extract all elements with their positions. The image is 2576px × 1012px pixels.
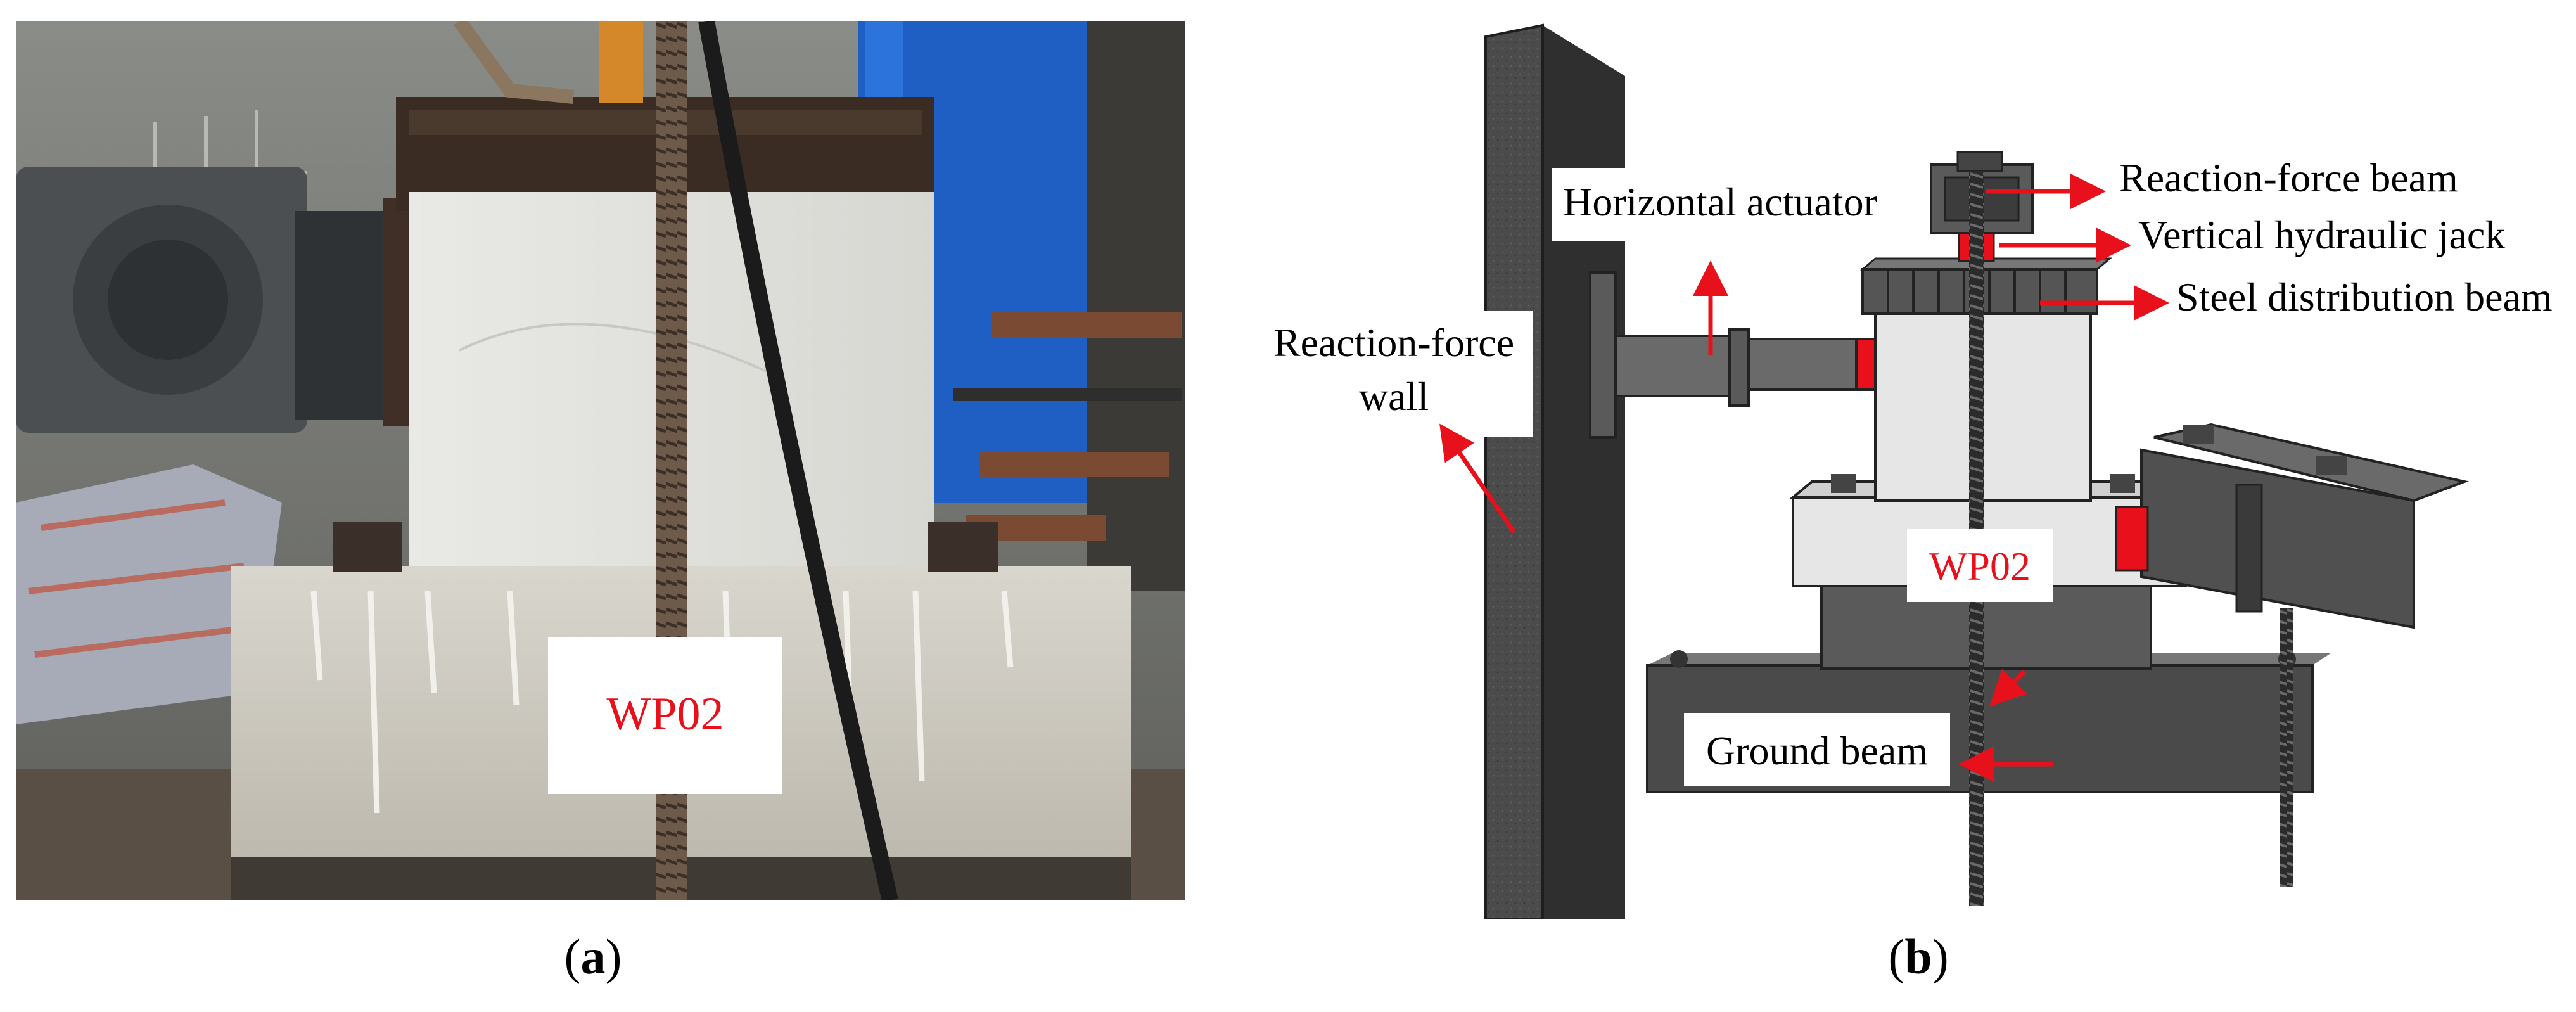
arrow-specimen (1989, 669, 2027, 707)
steel-distribution-beam (1859, 257, 2113, 315)
reaction-force-wall-label-line2: wall (1359, 374, 1429, 419)
caption-b: (b) (1888, 929, 1949, 984)
reaction-force-beam-label: Reaction-force beam (2119, 155, 2458, 200)
test-setup-schematic: Horizontal actuator Reaction-force beam … (1261, 23, 2553, 919)
horizontal-actuator-label: Horizontal actuator (1563, 179, 1877, 224)
horizontal-actuator (1589, 271, 1877, 439)
horizontal-actuator-photo (16, 167, 415, 433)
vertical-hydraulic-jack-label: Vertical hydraulic jack (2138, 212, 2505, 257)
test-setup-photo: WP02 (16, 21, 1185, 900)
hydraulic-hose (698, 21, 898, 900)
lateral-support-beam (2115, 423, 2469, 629)
steel-distribution-beam-label: Steel distribution beam (2176, 274, 2553, 319)
anchor-rod-right (2280, 608, 2293, 887)
ground-beam-label-box (1684, 713, 1950, 786)
specimen-label-b: WP02 (1929, 544, 2031, 589)
reaction-force-wall (1484, 23, 1625, 919)
ground-beam-label: Ground beam (1706, 728, 1928, 773)
reaction-force-wall-label-box (1261, 311, 1533, 437)
specimen-label-box-b (1907, 529, 2053, 602)
anchor-nut-left (333, 522, 402, 572)
displacement-gauges (953, 312, 1182, 541)
anchor-nut-right (928, 522, 998, 572)
arrow-reaction-force-wall (1439, 423, 1516, 534)
caption-a: (a) (564, 929, 622, 984)
annotation-arrows (1439, 174, 2169, 782)
specimen-label-a: WP02 (607, 688, 724, 740)
tarp (16, 464, 282, 724)
reaction-force-wall-label-line1: Reaction-force (1273, 320, 1514, 365)
specimen-label-box (548, 637, 782, 794)
horizontal-actuator-label-box (1552, 168, 1888, 241)
